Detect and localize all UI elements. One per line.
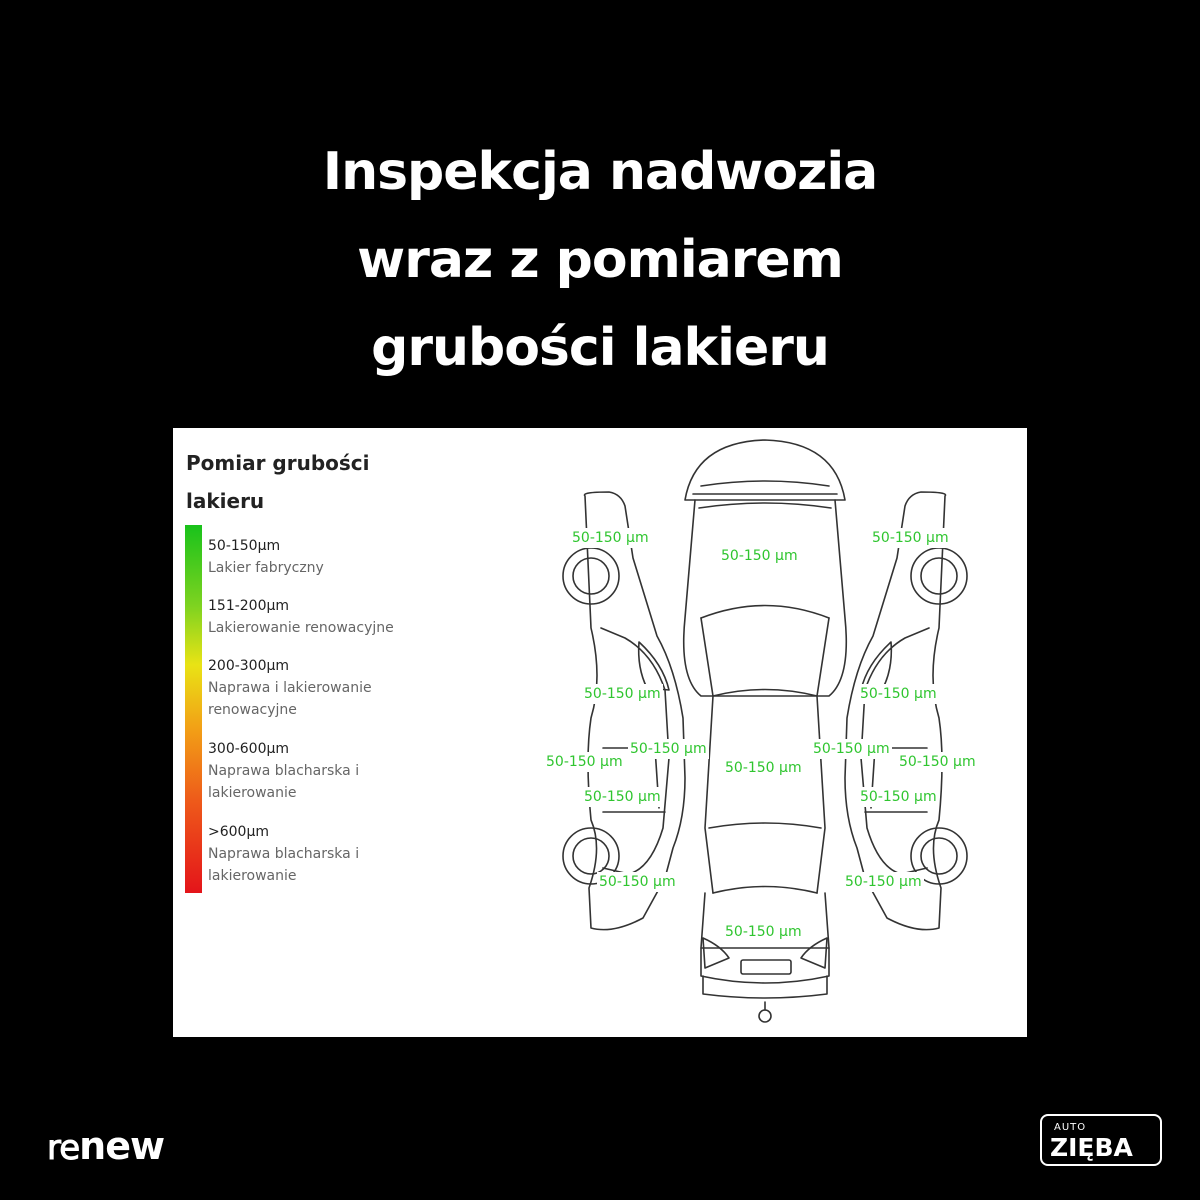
hood-panel: [682, 499, 848, 697]
legend-color-scale: [185, 525, 202, 893]
rear-window-edge: [712, 885, 818, 894]
windshield-edge: [712, 688, 818, 697]
legend-item-repair: 200-300µm Naprawa i lakierowanie renowac…: [208, 655, 408, 721]
legend-desc: Naprawa i lakierowanie renowacyjne: [208, 680, 372, 718]
measurement-right-rear-door: 50-150 µm: [858, 787, 939, 807]
license-plate: [740, 959, 792, 975]
logo-name-text: ZIĘBA: [1050, 1133, 1133, 1162]
legend-item-bodywork: 300-600µm Naprawa blacharska i lakierowa…: [208, 738, 393, 804]
legend-desc: Lakier fabryczny: [208, 560, 324, 576]
measurement-right-rear-fender: 50-150 µm: [843, 872, 924, 892]
tow-hook: [758, 1009, 772, 1023]
measurement-left-a-pillar: 50-150 µm: [628, 739, 709, 759]
renew-logo-suffix: new: [79, 1124, 165, 1168]
measurement-right-front-door: 50-150 µm: [858, 684, 939, 704]
measurement-left-front-fender: 50-150 µm: [570, 528, 651, 548]
wheel-rear-left: [562, 827, 620, 885]
legend-item-heavy-repair: >600µm Naprawa blacharska i lakierowanie: [208, 821, 393, 887]
measurement-right-a-pillar: 50-150 µm: [811, 739, 892, 759]
legend-range: 300-600µm: [208, 741, 290, 757]
legend-range: 151-200µm: [208, 598, 290, 614]
renew-logo-prefix: re: [46, 1128, 80, 1169]
wheel-front-right: [910, 547, 968, 605]
auto-zieba-logo: AUTO ZIĘBA: [1040, 1114, 1162, 1166]
measurement-left-front-door: 50-150 µm: [582, 684, 663, 704]
legend-desc: Naprawa blacharska i lakierowanie: [208, 763, 360, 801]
legend-title: Pomiar grubości lakieru: [186, 451, 370, 513]
legend-item-factory: 50-150µm Lakier fabryczny: [208, 535, 448, 579]
measurement-roof: 50-150 µm: [723, 758, 804, 778]
car-outline-diagram: [562, 439, 968, 1023]
title-line-1: Inspekcja nadwozia: [322, 142, 879, 202]
legend-desc: Lakierowanie renowacyjne: [208, 620, 394, 636]
car-right-side-view: [844, 491, 968, 931]
wheel-front-left: [562, 547, 620, 605]
measurement-right-sill: 50-150 µm: [897, 752, 978, 772]
logo-auto-text: AUTO: [1054, 1122, 1087, 1133]
measurement-hood: 50-150 µm: [719, 546, 800, 566]
measurement-left-rear-door: 50-150 µm: [582, 787, 663, 807]
legend-desc: Naprawa blacharska i lakierowanie: [208, 846, 360, 884]
front-bumper: [684, 439, 846, 501]
wheel-rear-right: [910, 827, 968, 885]
measurement-left-rear-fender: 50-150 µm: [597, 872, 678, 892]
renew-logo: renew: [46, 1124, 165, 1169]
title-line-2: wraz z pomiarem: [357, 230, 844, 290]
measurement-right-front-fender: 50-150 µm: [870, 528, 951, 548]
rear-bumper: [700, 947, 830, 984]
paint-thickness-card: Pomiar grubości lakieru 50-150µm Lakier …: [173, 428, 1027, 1037]
measurement-left-sill: 50-150 µm: [544, 752, 625, 772]
legend-range: >600µm: [208, 824, 269, 840]
car-left-side-view: [562, 491, 686, 931]
legend-range: 50-150µm: [208, 538, 281, 554]
roof-sides: [704, 695, 826, 894]
car-top-view: [682, 439, 848, 1023]
legend-range: 200-300µm: [208, 658, 290, 674]
legend-item-renovation: 151-200µm Lakierowanie renowacyjne: [208, 595, 448, 639]
title-line-3: grubości lakieru: [371, 318, 830, 378]
measurement-trunk: 50-150 µm: [723, 922, 804, 942]
page-title: Inspekcja nadwozia wraz z pomiarem grubo…: [0, 128, 1200, 392]
